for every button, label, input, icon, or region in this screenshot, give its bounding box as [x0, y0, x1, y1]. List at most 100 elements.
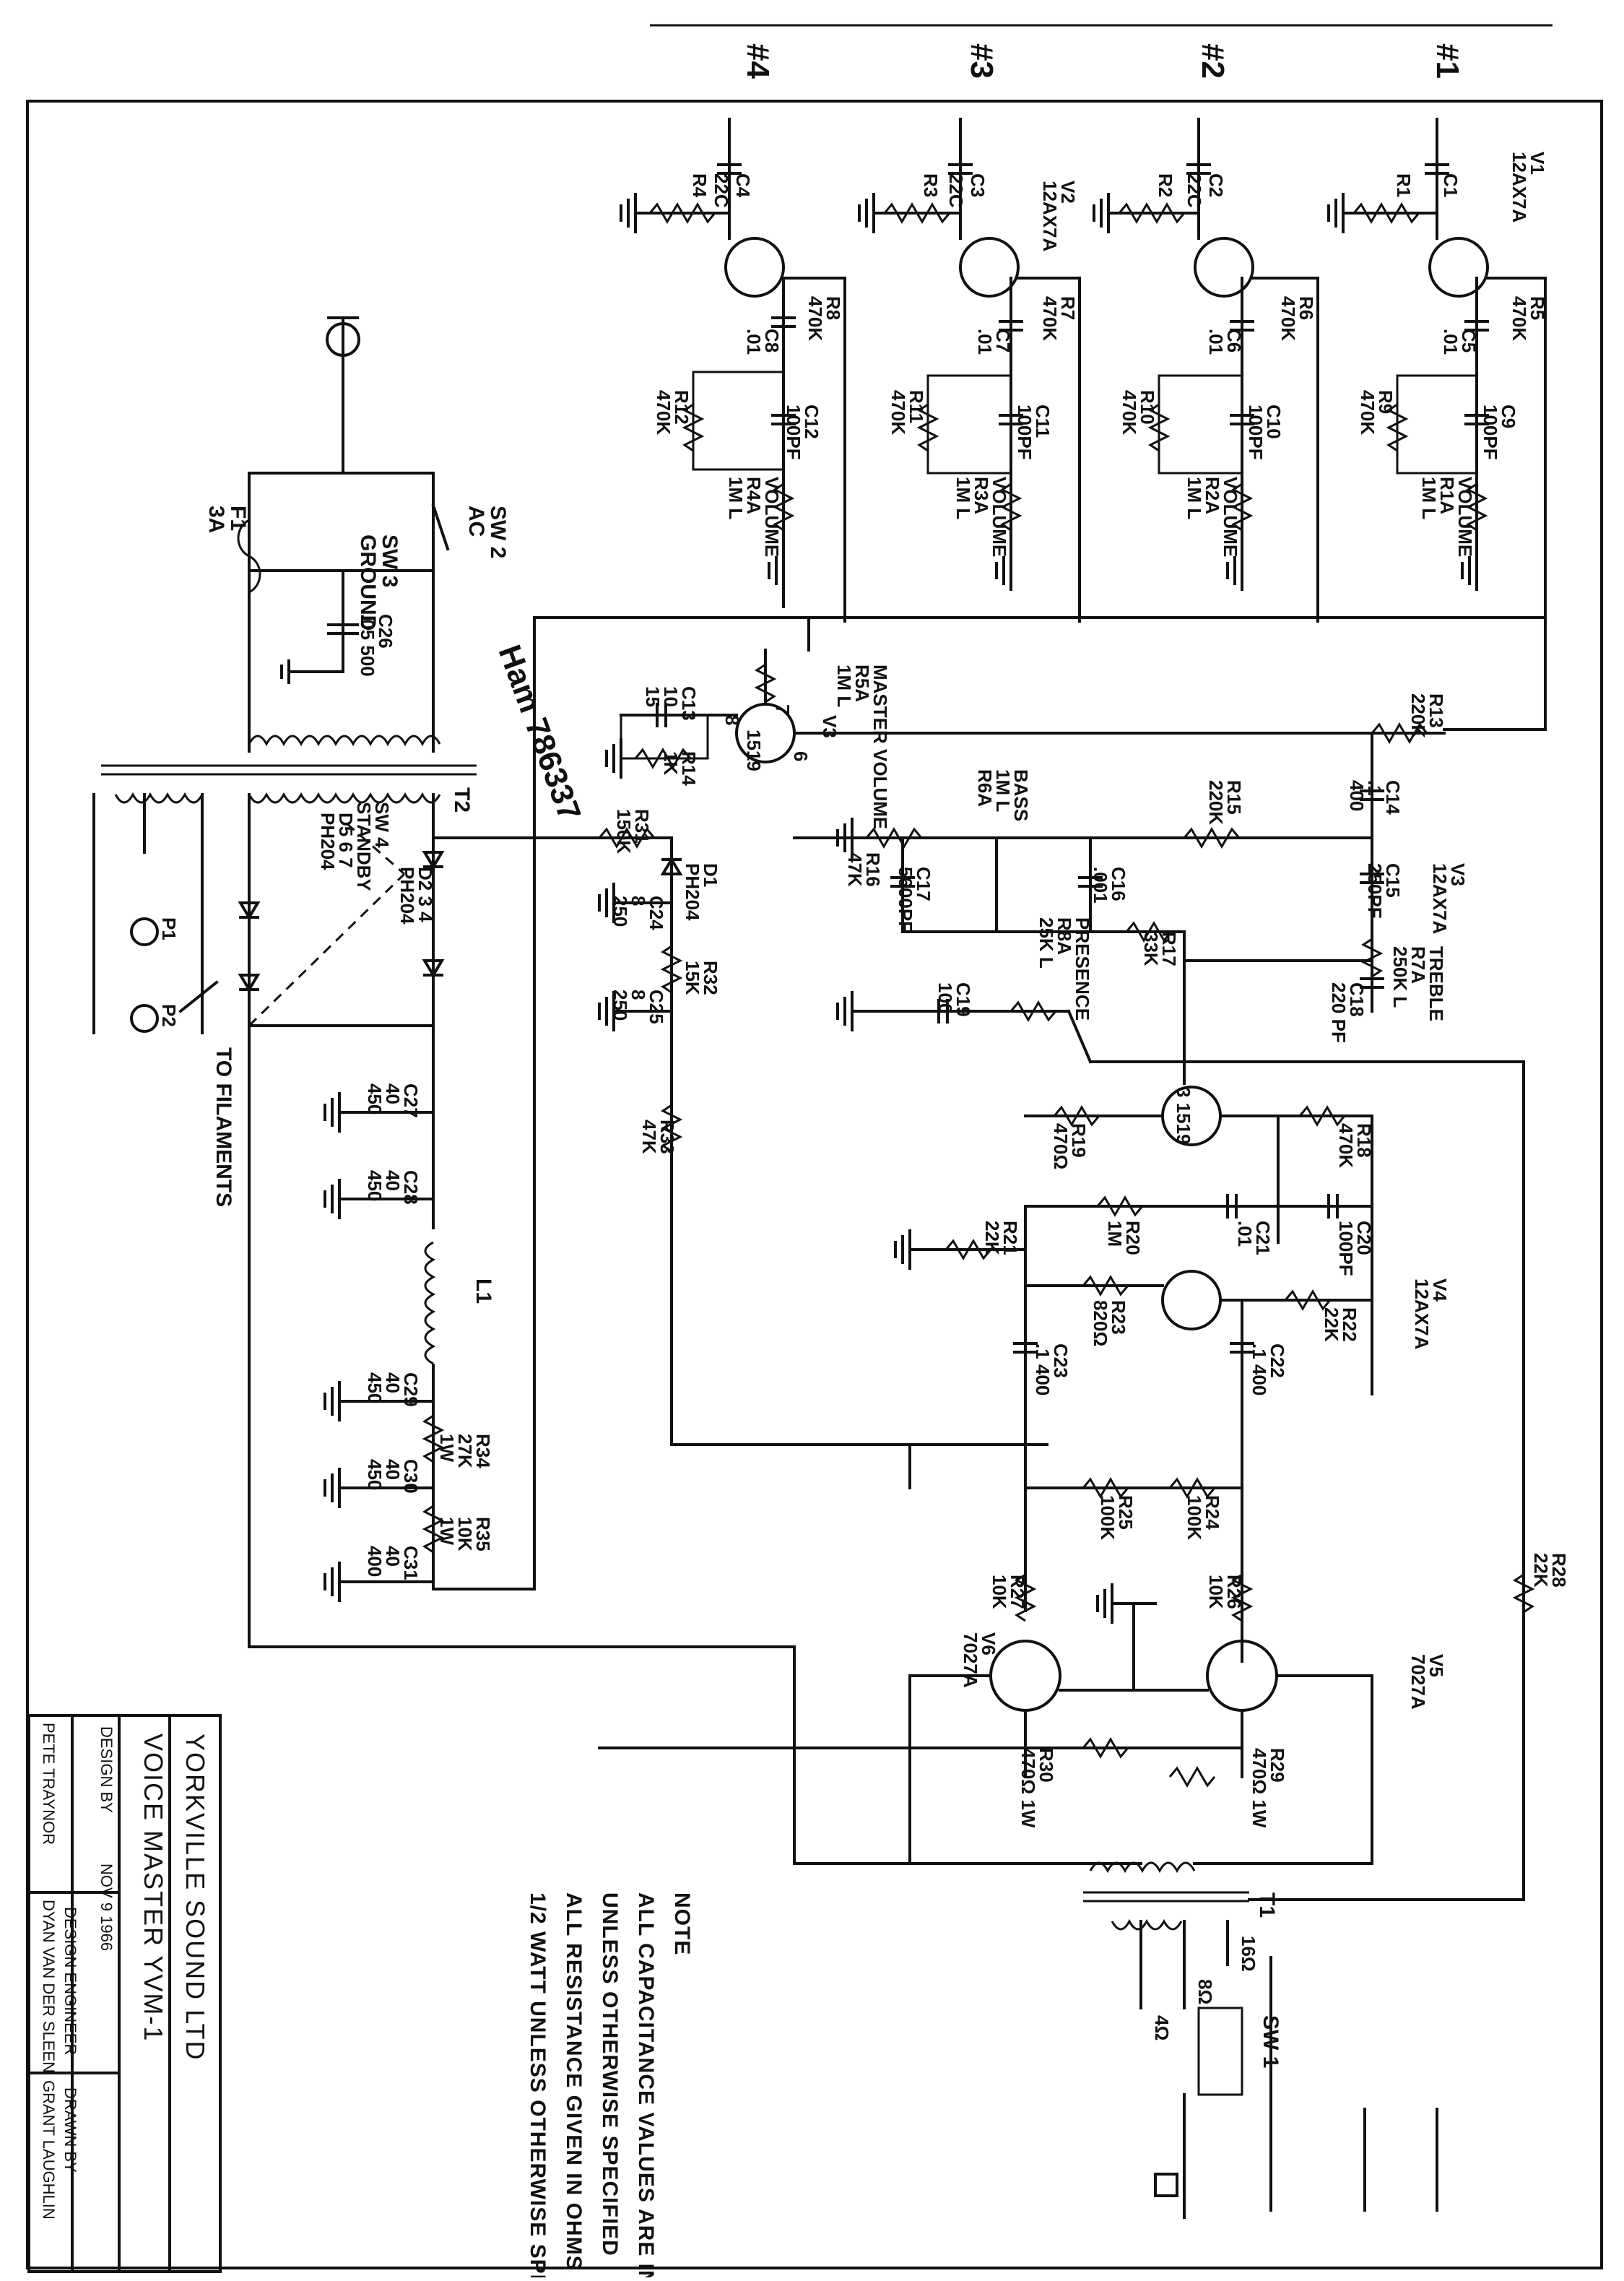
component-label: 4Ω — [1151, 2015, 1173, 2040]
component-label: 1519 — [743, 730, 765, 771]
component-label: SW 4 — [371, 802, 393, 848]
component-label: 40 — [382, 1083, 404, 1104]
component-label: 470K — [1039, 296, 1061, 341]
component-label: C6 — [1223, 329, 1245, 352]
component-label: 10 — [660, 686, 682, 707]
component-label: R6A — [974, 769, 996, 807]
drawing-date: NOV 9 1966 — [97, 1864, 116, 1951]
component-label: 10K — [454, 1517, 476, 1551]
component-label: 470K — [1335, 1123, 1357, 1168]
input-label-2: #2 — [1195, 43, 1230, 79]
component-label: R19 — [1068, 1123, 1090, 1158]
component-label: C11 — [1032, 404, 1054, 438]
component-label: 100PF — [1245, 404, 1267, 460]
component-label: R16 — [862, 852, 884, 887]
component-label: R33 — [656, 1120, 678, 1154]
component-label: R29 — [1267, 1748, 1288, 1783]
component-label: R4A — [743, 477, 765, 514]
component-label: 12AX7A — [1411, 1278, 1433, 1349]
component-label: 450 — [364, 1170, 386, 1201]
component-label: 100PF — [783, 404, 804, 460]
ground-icon — [598, 991, 615, 1031]
component-label: C4 — [732, 173, 754, 198]
component-label: 12AX7A — [1039, 181, 1061, 251]
ground-icon — [995, 550, 1012, 591]
component-label: 400 — [1346, 780, 1368, 811]
component-label: R17 — [1158, 932, 1180, 966]
component-label: 220K — [1205, 780, 1227, 825]
component-label: 450 — [364, 1083, 386, 1114]
channel-1: C1 R1 V1 12AX7A R5 470K C5 .01 C9 100PF … — [1342, 118, 1548, 731]
component-label: R14 — [678, 751, 700, 786]
component-label: 7027A — [1407, 1654, 1429, 1710]
component-label: 12AX7A — [1429, 863, 1451, 934]
component-label: 1M — [1104, 1221, 1126, 1247]
component-label: C12 — [801, 404, 822, 439]
component-label: AC — [464, 506, 488, 537]
component-label: 1W — [436, 1434, 458, 1462]
title-block: YORKVILLE SOUND LTD VOICE MASTER YVM-1 N… — [27, 1714, 222, 2273]
component-label: R10 — [1137, 390, 1158, 425]
component-label: 470K — [1277, 296, 1299, 341]
component-label: D5 6 7 — [335, 813, 357, 868]
component-label: .05 500 — [357, 614, 378, 677]
drafter-name: GRANT LAUGHLIN — [40, 2080, 58, 2220]
component-label: 25K L — [1035, 917, 1057, 969]
component-label: R2 — [1155, 173, 1176, 197]
tube-v2a — [959, 237, 1020, 298]
component-label: 470K — [1508, 296, 1530, 341]
component-label: C23 — [1050, 1343, 1072, 1378]
component-label: R5A — [851, 665, 873, 702]
component-label: R27 — [1007, 1575, 1028, 1609]
component-label: .01 — [1440, 329, 1462, 355]
component-label: 400 — [364, 1546, 386, 1577]
component-label: 250PF — [1364, 863, 1386, 919]
component-label: 22C — [711, 173, 732, 208]
ground-icon — [1461, 550, 1478, 591]
input-labels: #4 #3 #2 #1 — [740, 43, 1465, 79]
component-label: 47K — [844, 852, 866, 887]
ground-icon — [324, 1092, 341, 1133]
component-label: V2 — [1057, 181, 1079, 204]
component-label: R22 — [1339, 1307, 1360, 1342]
component-label: R25 — [1115, 1495, 1137, 1530]
master-stage: V3 6 7 8 1519 MASTER VOLUME R5A 1M L C13… — [620, 649, 1547, 829]
component-label: C21 — [1252, 1221, 1274, 1255]
component-label: R28 — [1548, 1553, 1570, 1588]
component-label: R9 — [1375, 390, 1397, 414]
component-label: C16 — [1108, 867, 1129, 901]
component-label: 250K L — [1389, 946, 1411, 1008]
ground-icon — [768, 550, 785, 591]
component-label: TREBLE — [1425, 946, 1447, 1021]
component-label: 100 — [934, 982, 956, 1013]
component-label: C29 — [400, 1372, 422, 1407]
component-label: R18 — [1353, 1123, 1375, 1158]
component-label: 1M L — [833, 665, 855, 707]
component-label: P1 — [158, 917, 180, 940]
component-label: 40 — [382, 1546, 404, 1567]
component-label: 100K — [1097, 1495, 1119, 1540]
component-label: R2A — [1202, 477, 1223, 514]
component-label: 1K — [660, 751, 682, 775]
component-label: 10K — [989, 1575, 1010, 1609]
component-label: R12 — [671, 390, 692, 425]
ground-icon — [1093, 193, 1110, 233]
notes: NOTE ALL CAPACITANCE VALUES ARE IN MFD U… — [526, 1892, 694, 2281]
component-label: C9 — [1498, 404, 1519, 428]
component-label: R3A — [971, 477, 992, 514]
notes-line-1: ALL CAPACITANCE VALUES ARE IN MFD — [634, 1892, 658, 2277]
component-label: TO FILAMENTS — [212, 1047, 235, 1207]
notes-line-4: 1/2 WATT UNLESS OTHERWISE SPECIFIED — [526, 1892, 550, 2277]
component-label: .01 — [1205, 329, 1227, 355]
component-label: 22C — [1184, 173, 1205, 208]
component-label: SW 2 — [486, 506, 510, 558]
component-label: C25 — [646, 990, 667, 1024]
component-label: R31 — [631, 809, 653, 844]
component-label: T2 — [450, 787, 474, 813]
component-label: VOLUME — [761, 477, 783, 557]
component-label: R5 — [1527, 296, 1548, 320]
component-label: 220 PF — [1328, 982, 1350, 1043]
component-label: R34 — [472, 1434, 494, 1468]
component-label: 27K — [454, 1434, 476, 1468]
